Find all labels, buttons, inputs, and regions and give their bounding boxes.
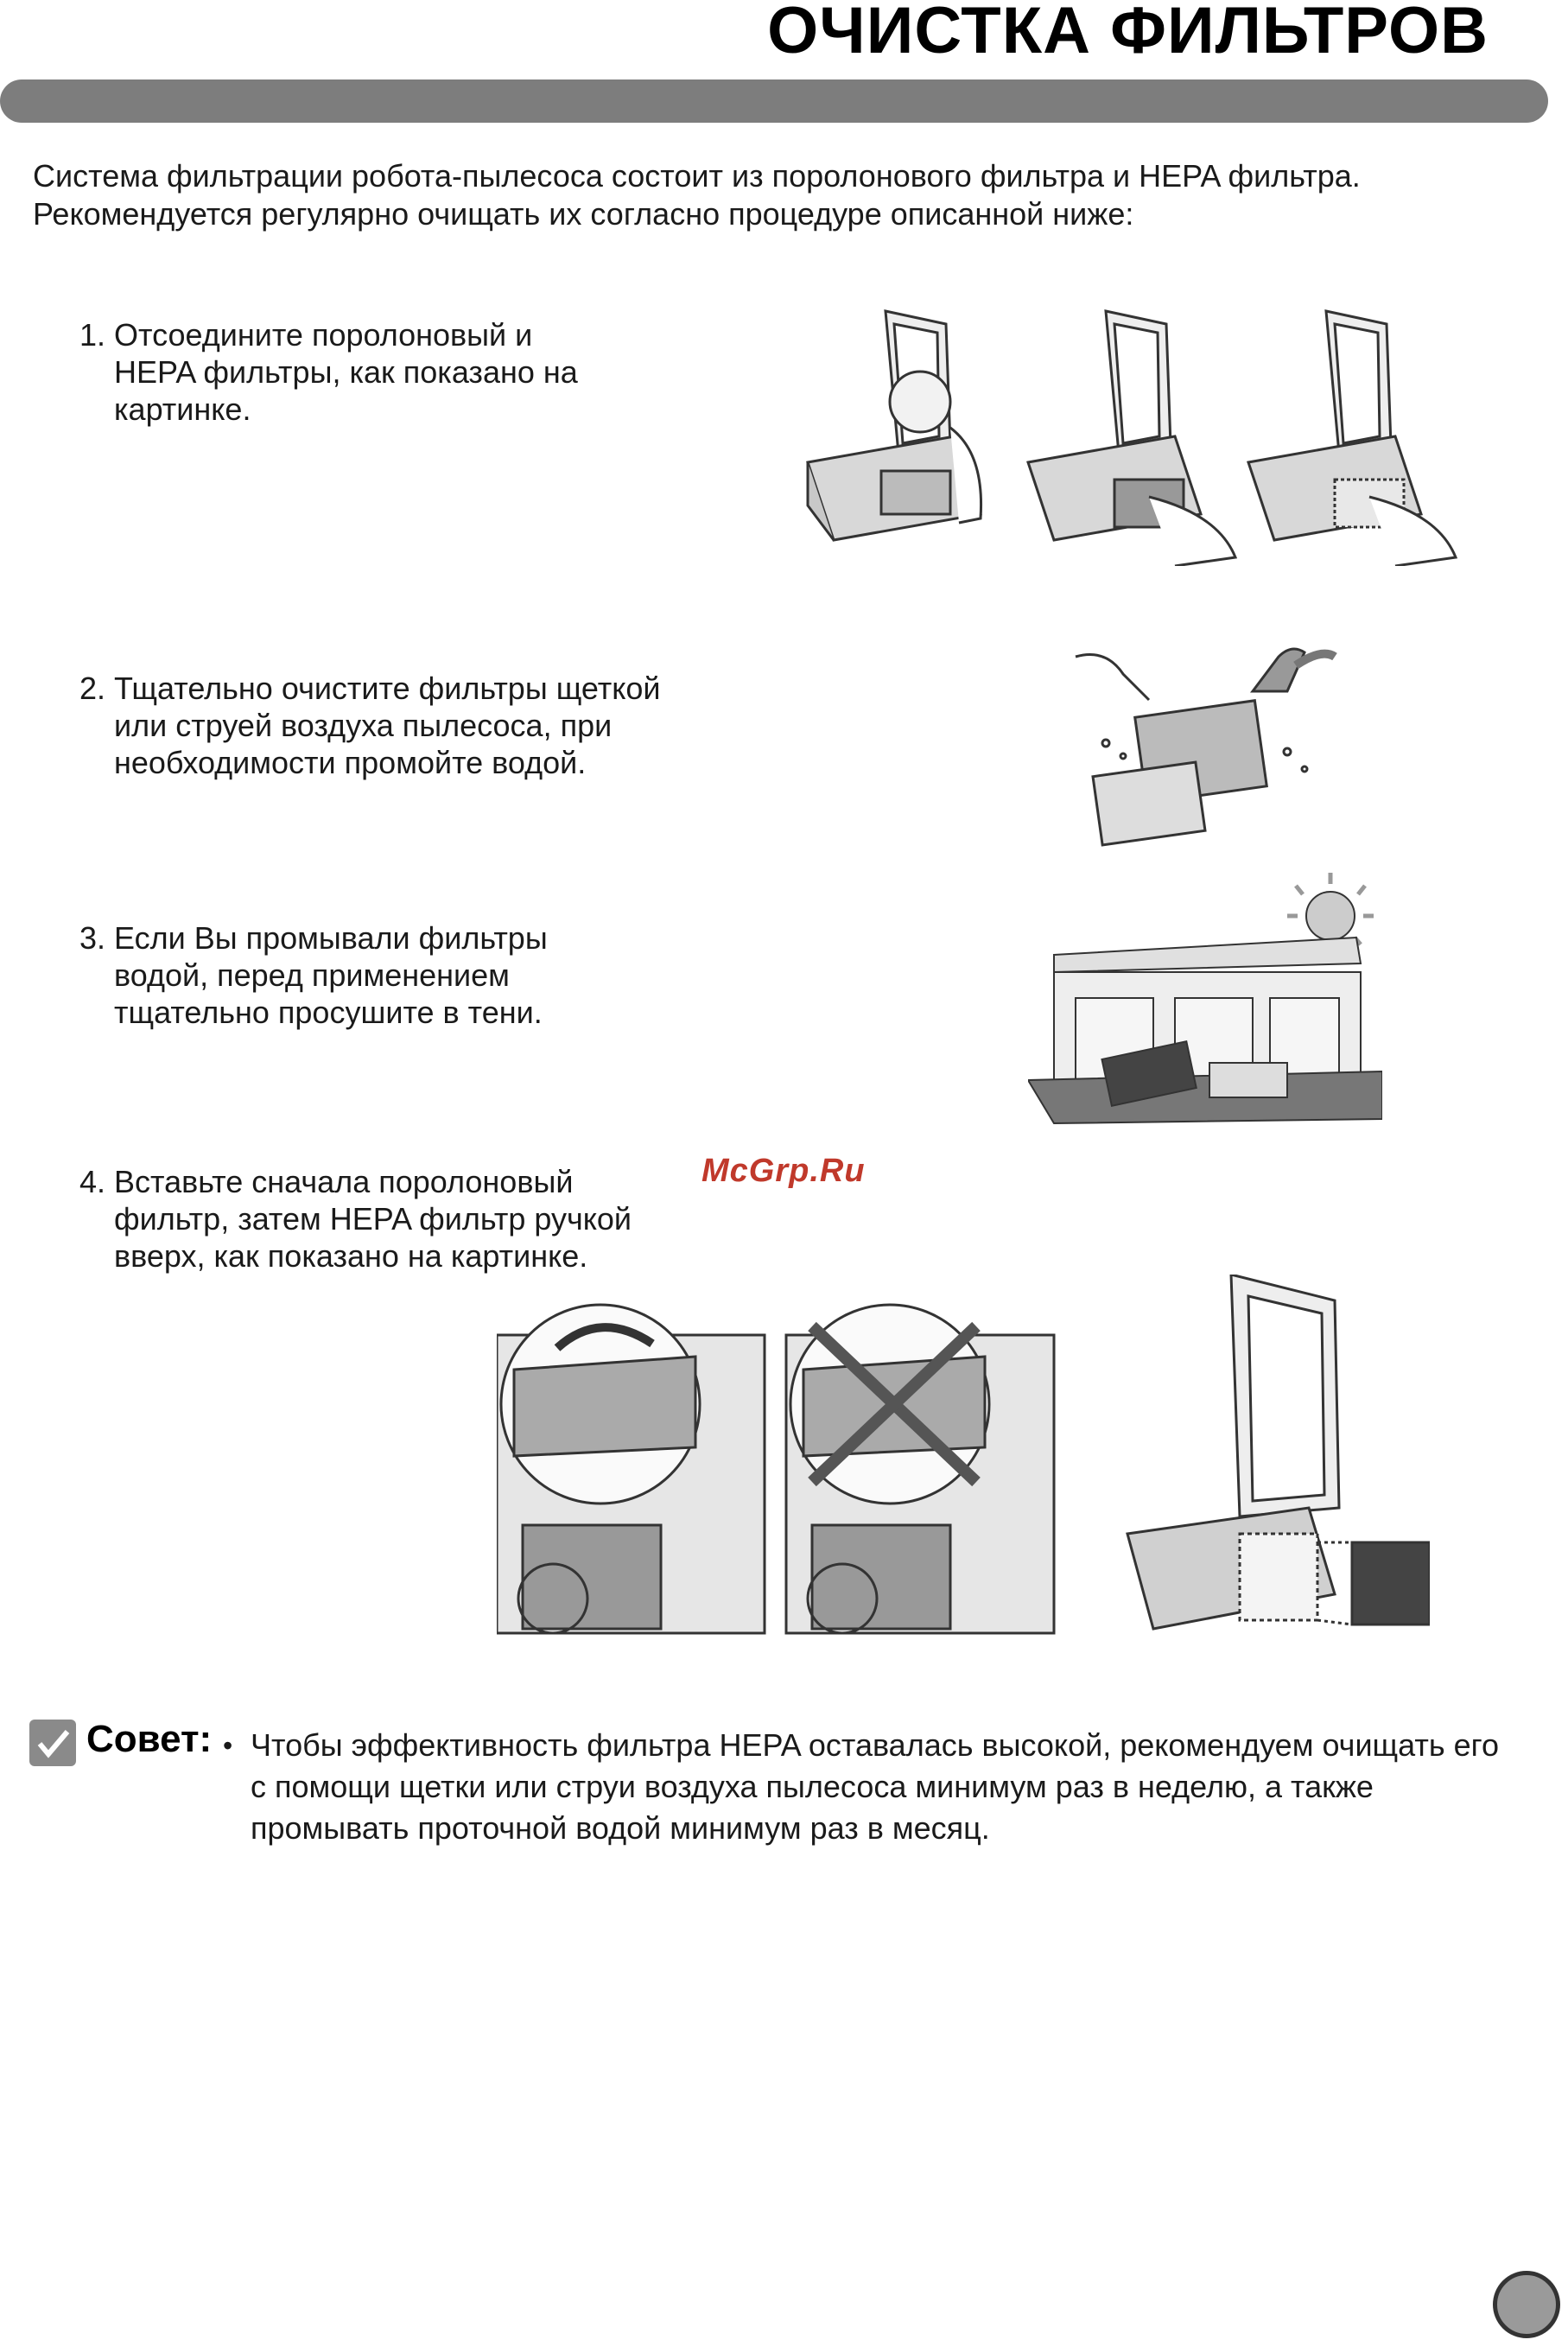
- step-text: Тщательно очистите фильтры щеткой или ст…: [114, 671, 661, 780]
- clean-filters-illustration: [1075, 647, 1337, 847]
- step-text: Отсоедините поролоновый и HEPA фильтры, …: [114, 317, 578, 427]
- step-text: Вставьте сначала поролоновый фильтр, зат…: [114, 1164, 632, 1274]
- tip-label: Совет:: [86, 1718, 213, 1760]
- intro-line-1: Система фильтрации робота-пылесоса состо…: [33, 158, 1361, 194]
- header-bar: [0, 79, 1548, 123]
- step-4: 4. Вставьте сначала поролоновый фильтр, …: [79, 1163, 701, 1275]
- step-text: Если Вы промывали фильтры водой, перед п…: [114, 920, 548, 1030]
- step-number: 3.: [79, 920, 106, 956]
- step-number: 1.: [79, 317, 106, 353]
- step-number: 4.: [79, 1164, 106, 1199]
- remove-filters-illustration: [806, 309, 1458, 566]
- insert-filters-illustration: [497, 1275, 1430, 1635]
- tip-bullet: •: [223, 1730, 233, 1761]
- sun-icon: [1305, 891, 1355, 941]
- checkmark-icon: [29, 1720, 76, 1766]
- step-2: 2. Тщательно очистите фильтры щеткой или…: [79, 670, 701, 781]
- intro-line-2: Рекомендуется регулярно очищать их согла…: [33, 196, 1134, 232]
- dry-filters-illustration: [1028, 873, 1382, 1125]
- page-title: ОЧИСТКА ФИЛЬТРОВ: [767, 0, 1489, 67]
- intro-text: Система фильтрации робота-пылесоса состо…: [33, 157, 1501, 233]
- filters-assembly-view: [1126, 1275, 1430, 1631]
- correct-insertion-detail: [497, 1303, 766, 1635]
- watermark: McGrp.Ru: [701, 1153, 866, 1189]
- step-3: 3. Если Вы промывали фильтры водой, пере…: [79, 919, 701, 1031]
- incorrect-insertion-detail: [784, 1303, 1056, 1635]
- page-number-marker: [1493, 2271, 1560, 2338]
- step-number: 2.: [79, 671, 106, 706]
- step-1: 1. Отсоедините поролоновый и HEPA фильтр…: [79, 316, 701, 428]
- tip-text: Чтобы эффективность фильтра HEPA оставал…: [251, 1727, 1500, 1846]
